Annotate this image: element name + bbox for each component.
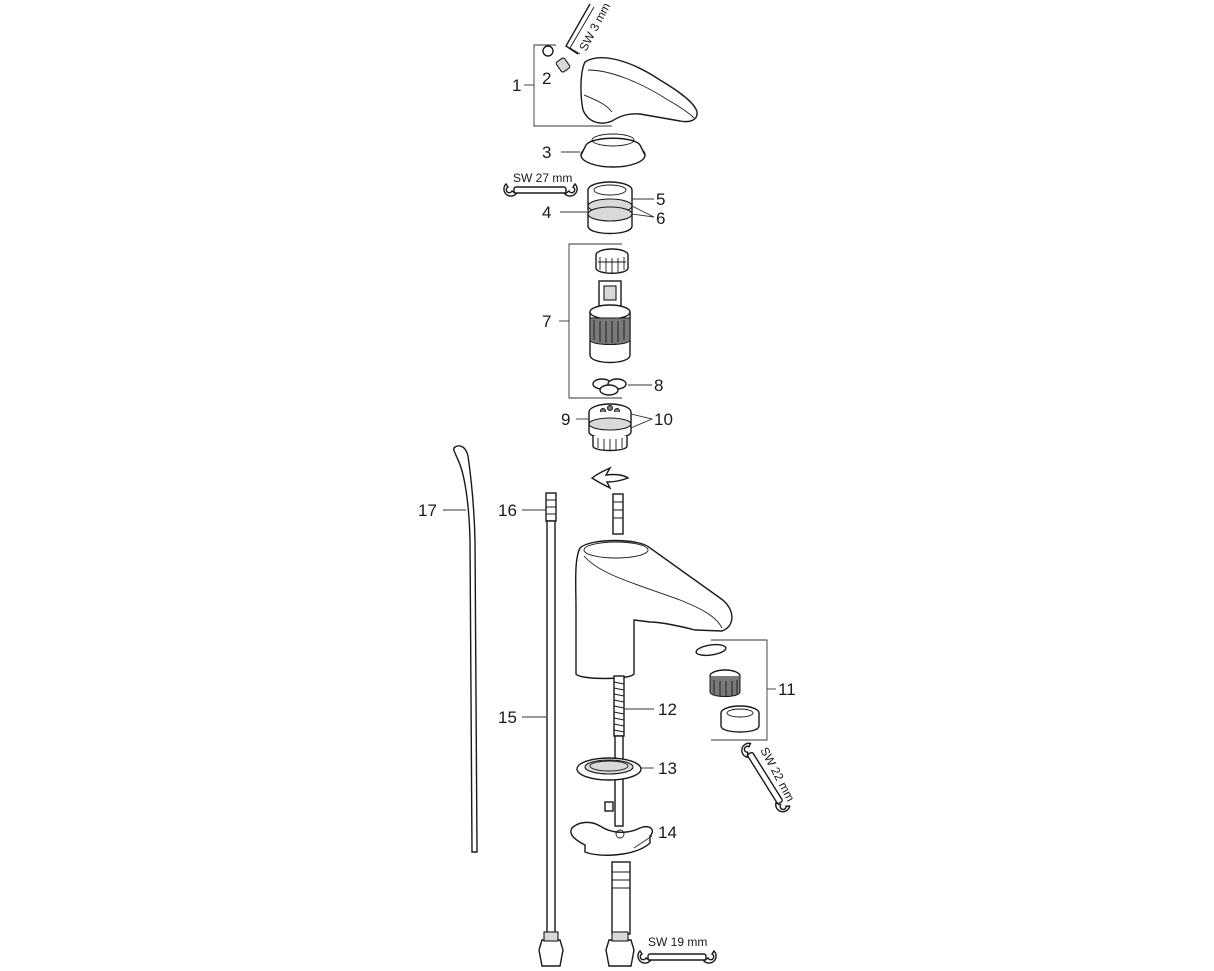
callout-12: 12 (658, 700, 677, 719)
set-screw (555, 57, 571, 73)
part-11-aerator: 11 (695, 639, 796, 741)
callout-15: 15 (498, 708, 517, 727)
callout-14: 14 (658, 823, 677, 842)
callout-9: 9 (561, 410, 570, 429)
part-13-gasket: 13 (576, 757, 677, 781)
callout-6: 6 (656, 209, 665, 228)
bracket-11 (711, 639, 768, 741)
callout-8: 8 (654, 376, 663, 395)
callout-2: 2 (542, 69, 551, 88)
fixed-hose-fitting (612, 493, 624, 535)
retaining-clip (590, 466, 630, 490)
callout-10: 10 (654, 410, 673, 429)
callout-7: 7 (542, 312, 551, 331)
part-12-threaded-rod: 12 (613, 675, 677, 827)
part-8-orings: 8 (592, 376, 663, 396)
wrench-27-icon: SW 27 mm (503, 171, 578, 197)
leader-10 (630, 413, 654, 429)
callout-4: 4 (542, 203, 551, 222)
wrench-19-label: SW 19 mm (648, 935, 707, 949)
part-1-handle-group: 1 2 SW 3 mm (512, 0, 698, 127)
callout-11: 11 (778, 680, 796, 699)
part-4-cartridge-nut: 4 5 6 (542, 181, 665, 235)
part-3-cover-cap: 3 (542, 133, 646, 168)
callout-1: 1 (512, 76, 521, 95)
bracket-1 (533, 44, 612, 127)
allen-key-icon (565, 3, 591, 55)
part-7-cartridge: 7 (542, 243, 631, 399)
callout-3: 3 (542, 143, 551, 162)
part-17-pull-rod: 17 (418, 445, 478, 853)
callout-13: 13 (658, 759, 677, 778)
faucet-body (574, 493, 733, 680)
callout-17: 17 (418, 501, 437, 520)
callout-5: 5 (656, 190, 665, 209)
wrench-27-label: SW 27 mm (513, 171, 572, 185)
wrench-22-icon (741, 742, 791, 813)
wrench-19-icon: SW 19 mm (637, 935, 717, 964)
part-15-supply-hose: 16 15 (498, 492, 564, 967)
part-14-mounting-set: 14 (570, 801, 677, 967)
part-9-valve-base: 9 10 (561, 403, 673, 452)
hose-body (546, 520, 556, 934)
leader-6 (631, 205, 655, 218)
set-screw-cap (542, 45, 554, 57)
callout-16: 16 (498, 501, 517, 520)
handle-lever (580, 56, 698, 124)
leader-14 (633, 835, 653, 849)
